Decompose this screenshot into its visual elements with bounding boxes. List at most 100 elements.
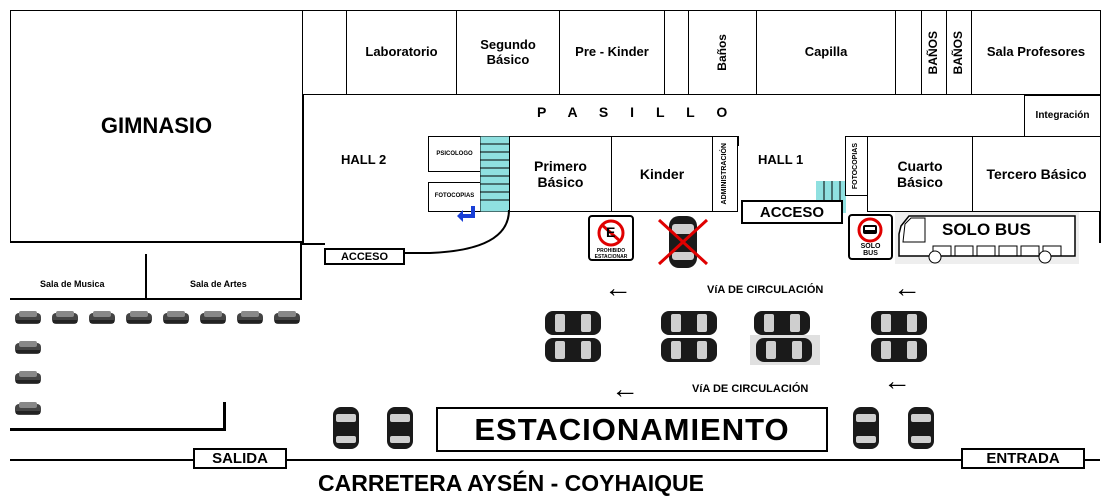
banos-room-1: Baños xyxy=(688,10,757,95)
bus-icon xyxy=(895,212,1079,264)
fotocopias-left-label: FOTOCOPIAS xyxy=(434,193,475,199)
pre-kinder-room: Pre - Kinder xyxy=(559,10,665,95)
pre-kinder-label: Pre - Kinder xyxy=(575,44,649,60)
banos-room-3: BAÑOS xyxy=(946,10,972,95)
direction-arrow-icon: ← xyxy=(893,272,921,303)
direction-arrow-icon: ← xyxy=(604,272,632,303)
solo-bus-label: SOLO BUS xyxy=(942,220,1031,239)
hall1-label: HALL 1 xyxy=(758,152,804,167)
integracion-room: Integración xyxy=(1024,95,1101,137)
road-line-right xyxy=(1084,459,1100,461)
car-icon xyxy=(237,311,263,324)
laboratorio-label: Laboratorio xyxy=(365,44,438,60)
salida-label: SALIDA xyxy=(193,448,287,469)
psicologo-room: PSICOLOGO xyxy=(428,136,481,172)
banos-room-2: BAÑOS xyxy=(921,10,947,95)
no-parking-sign-icon: E PROHIBIDO ESTACIONAR xyxy=(588,215,634,261)
road-line-left xyxy=(10,459,194,461)
car-icon xyxy=(15,371,41,384)
car-icon xyxy=(661,338,717,362)
direction-arrow-icon: ← xyxy=(883,365,911,396)
car-icon xyxy=(853,407,879,449)
car-icon xyxy=(871,311,927,335)
administracion-room: ADMINISTRACIÓN xyxy=(712,136,738,212)
car-icon xyxy=(871,338,927,362)
gimnasio-label: GIMNASIO xyxy=(100,113,213,139)
integracion-label: Integración xyxy=(1035,110,1090,122)
sala-musica-label: Sala de Musica xyxy=(40,279,105,289)
hall2-label: HALL 2 xyxy=(341,152,387,167)
acceso-right-label: ACCESO xyxy=(741,200,843,224)
car-icon xyxy=(754,311,810,335)
fotocopias-right-room: FOTOCOPIAS xyxy=(845,136,868,196)
carretera-label: CARRETERA AYSÉN - COYHAIQUE xyxy=(318,470,704,496)
car-icon xyxy=(126,311,152,324)
music-arts-top xyxy=(10,241,304,243)
car-icon xyxy=(52,311,78,324)
primero-basico-label: Primero Básico xyxy=(534,157,587,190)
car-icon xyxy=(163,311,189,324)
road-line-middle xyxy=(286,459,962,461)
blank-room-2 xyxy=(664,10,689,95)
via-circulacion-1: VíA DE CIRCULACIÓN xyxy=(707,284,824,296)
sala-profesores-room: Sala Profesores xyxy=(971,10,1101,95)
car-icon xyxy=(89,311,115,324)
segundo-basico-label: Segundo Básico xyxy=(480,36,536,67)
car-icon xyxy=(333,407,359,449)
hall1-wall xyxy=(737,136,739,146)
banos-label-2: BAÑOS xyxy=(926,30,941,75)
car-icon xyxy=(908,407,934,449)
laboratorio-room: Laboratorio xyxy=(346,10,457,95)
solo-bus-sign-line1: SOLO xyxy=(860,243,881,250)
access-path-left xyxy=(300,210,510,254)
music-arts-bottom xyxy=(10,298,302,300)
music-arts-divider xyxy=(145,254,147,300)
segundo-basico-room: Segundo Básico xyxy=(456,10,560,95)
car-icon xyxy=(545,338,601,362)
sala-artes-label: Sala de Artes xyxy=(190,279,247,289)
cuarto-basico-label: Cuarto Básico xyxy=(897,157,943,190)
banos-label-3: BAÑOS xyxy=(951,30,966,75)
acceso-left-label: ACCESO xyxy=(324,248,405,265)
sala-profesores-label: Sala Profesores xyxy=(986,44,1086,60)
tercero-basico-room: Tercero Básico xyxy=(972,136,1101,212)
no-parking-letter: E xyxy=(606,224,616,240)
solo-bus-sign-line2: BUS xyxy=(863,250,878,257)
car-icon xyxy=(545,311,601,335)
car-icon xyxy=(274,311,300,324)
prohibido-line2: ESTACIONAR xyxy=(594,254,628,260)
car-icon xyxy=(15,402,41,415)
parking-boundary-horizontal xyxy=(10,428,226,431)
entrada-label: ENTRADA xyxy=(961,448,1085,469)
corridor-left-wall xyxy=(302,95,304,243)
direction-arrow-icon: ← xyxy=(611,373,639,404)
crossed-car-icon xyxy=(657,216,709,268)
kinder-room: Kinder xyxy=(611,136,713,212)
car-icon xyxy=(200,311,226,324)
car-icon xyxy=(387,407,413,449)
car-icon xyxy=(15,341,41,354)
psicologo-label: PSICOLOGO xyxy=(436,150,473,157)
tercero-basico-label: Tercero Básico xyxy=(986,165,1087,182)
kinder-label: Kinder xyxy=(639,165,685,182)
estacionamiento-label: ESTACIONAMIENTO xyxy=(436,407,828,452)
fotocopias-right-label: FOTOCOPIAS xyxy=(852,142,860,190)
parking-boundary-vertical xyxy=(223,402,226,431)
primero-basico-room: Primero Básico xyxy=(509,136,612,212)
stairs-icon xyxy=(480,136,510,212)
prohibido-line1: PROHIBIDO xyxy=(596,248,626,254)
blank-room-3 xyxy=(895,10,922,95)
music-arts-right xyxy=(300,241,302,300)
capilla-label: Capilla xyxy=(804,44,848,60)
blank-room-1 xyxy=(302,10,347,95)
car-icon xyxy=(661,311,717,335)
capilla-room: Capilla xyxy=(756,10,896,95)
gimnasio-room: GIMNASIO xyxy=(10,10,303,242)
administracion-label: ADMINISTRACIÓN xyxy=(720,143,728,205)
cuarto-basico-room: Cuarto Básico xyxy=(867,136,973,212)
banos-label-1: Baños xyxy=(714,34,729,71)
pasillo-label: P A S I L L O xyxy=(537,104,737,120)
car-icon xyxy=(15,311,41,324)
solo-bus-sign-icon: SOLO BUS xyxy=(848,214,893,260)
return-arrow-icon xyxy=(457,206,475,222)
